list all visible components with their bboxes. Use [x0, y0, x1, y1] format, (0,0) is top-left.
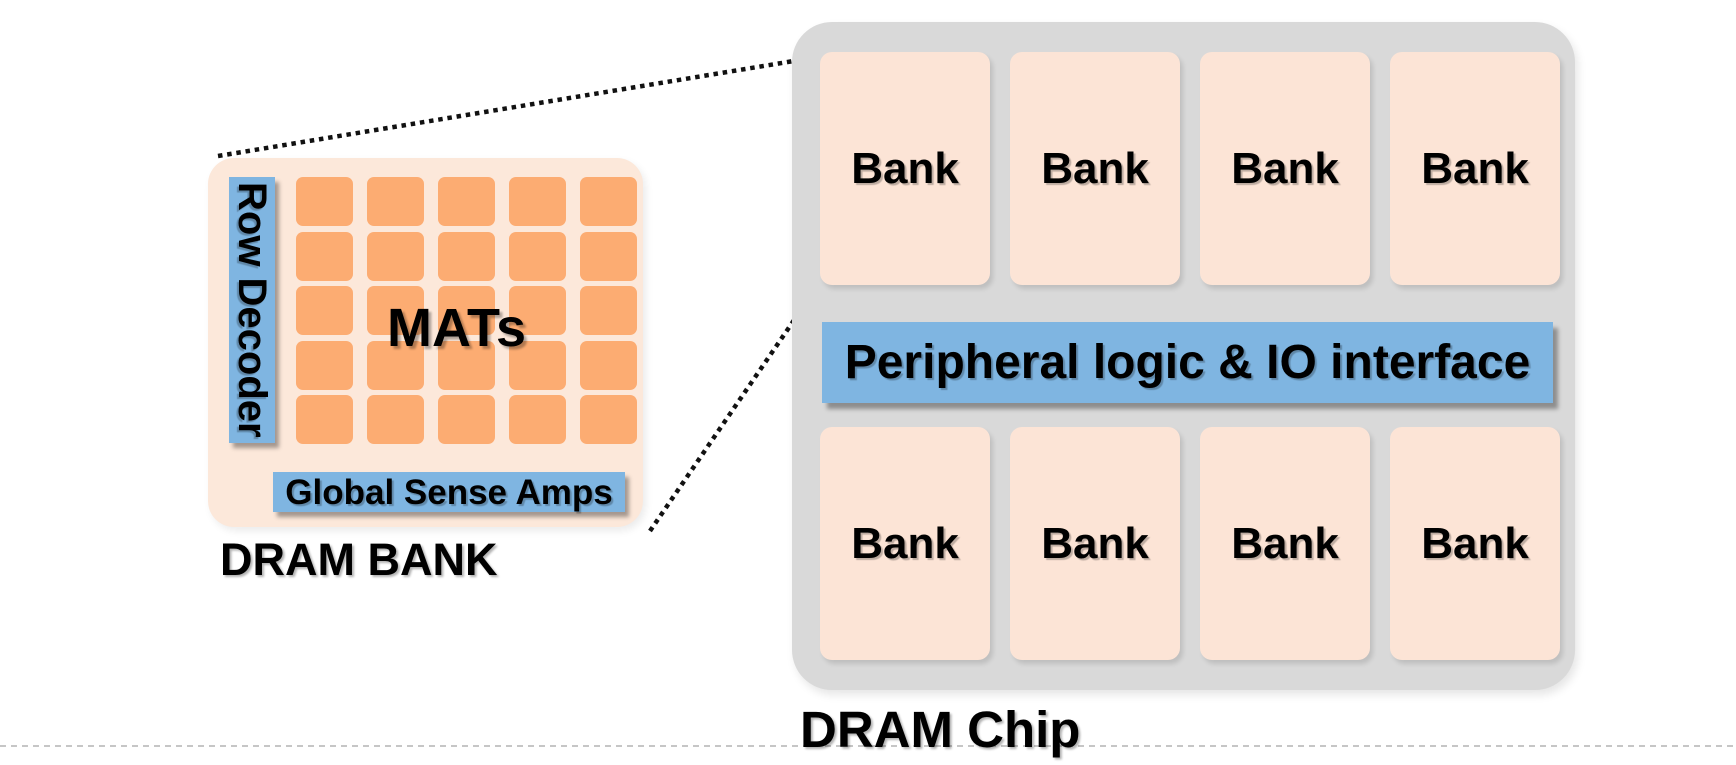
- mat-cell: [296, 395, 353, 444]
- mat-cell: [296, 340, 353, 390]
- peripheral-logic-bar: Peripheral logic & IO interface: [822, 322, 1553, 403]
- bank-row-bottom: Bank Bank Bank Bank: [820, 427, 1560, 660]
- bank-cell: Bank: [1010, 52, 1180, 285]
- mat-cell: [509, 177, 566, 226]
- bank-label: Bank: [851, 518, 959, 568]
- mat-cell: [296, 231, 353, 281]
- bank-cell: Bank: [1010, 427, 1180, 660]
- global-sense-amps-label: Global Sense Amps: [285, 472, 613, 512]
- mat-cell: [367, 177, 424, 226]
- bank-label: Bank: [1041, 518, 1149, 568]
- mat-cell: [367, 231, 424, 281]
- mat-cell: [509, 395, 566, 444]
- bank-cell: Bank: [820, 427, 990, 660]
- zoom-connector-line-top: [217, 54, 819, 159]
- mat-cell: [580, 231, 637, 281]
- dram-bank-box: Row Decoder MATs Global Sense Amps: [208, 158, 643, 527]
- global-sense-amps-bar: Global Sense Amps: [273, 472, 625, 512]
- mat-cell: [296, 286, 353, 335]
- bank-label: Bank: [1421, 143, 1529, 193]
- bank-label: Bank: [1231, 143, 1339, 193]
- mat-cell: [580, 340, 637, 390]
- mat-cell: [438, 286, 495, 335]
- bank-label: Bank: [1231, 518, 1339, 568]
- bank-cell: Bank: [1390, 52, 1560, 285]
- row-decoder-label: Row Decoder: [230, 182, 274, 438]
- bank-label: Bank: [1421, 518, 1529, 568]
- bank-cell: Bank: [1200, 427, 1370, 660]
- bank-cell: Bank: [1390, 427, 1560, 660]
- mat-cell: [509, 340, 566, 390]
- mat-cell: [509, 231, 566, 281]
- mat-cell: [438, 340, 495, 390]
- mat-cell: [509, 286, 566, 335]
- bank-row-top: Bank Bank Bank Bank: [820, 52, 1560, 285]
- mat-cell: [438, 231, 495, 281]
- zoom-connector-line-bottom: [648, 286, 818, 533]
- dram-chip-caption: DRAM Chip: [800, 701, 1081, 758]
- mat-cell: [580, 286, 637, 335]
- row-decoder-bar: Row Decoder: [229, 177, 275, 443]
- mat-cell: [580, 395, 637, 444]
- mat-cell: [367, 340, 424, 390]
- mat-cell: [438, 395, 495, 444]
- mat-cell: [296, 177, 353, 226]
- mat-cell: [367, 395, 424, 444]
- bank-cell: Bank: [820, 52, 990, 285]
- mat-grid: [296, 177, 637, 444]
- peripheral-logic-label: Peripheral logic & IO interface: [844, 335, 1531, 389]
- mat-cell: [580, 177, 637, 226]
- bank-label: Bank: [851, 143, 959, 193]
- mat-cell: [438, 177, 495, 226]
- bank-label: Bank: [1041, 143, 1149, 193]
- bank-cell: Bank: [1200, 52, 1370, 285]
- mat-cell: [367, 286, 424, 335]
- dram-bank-caption: DRAM BANK: [220, 534, 498, 585]
